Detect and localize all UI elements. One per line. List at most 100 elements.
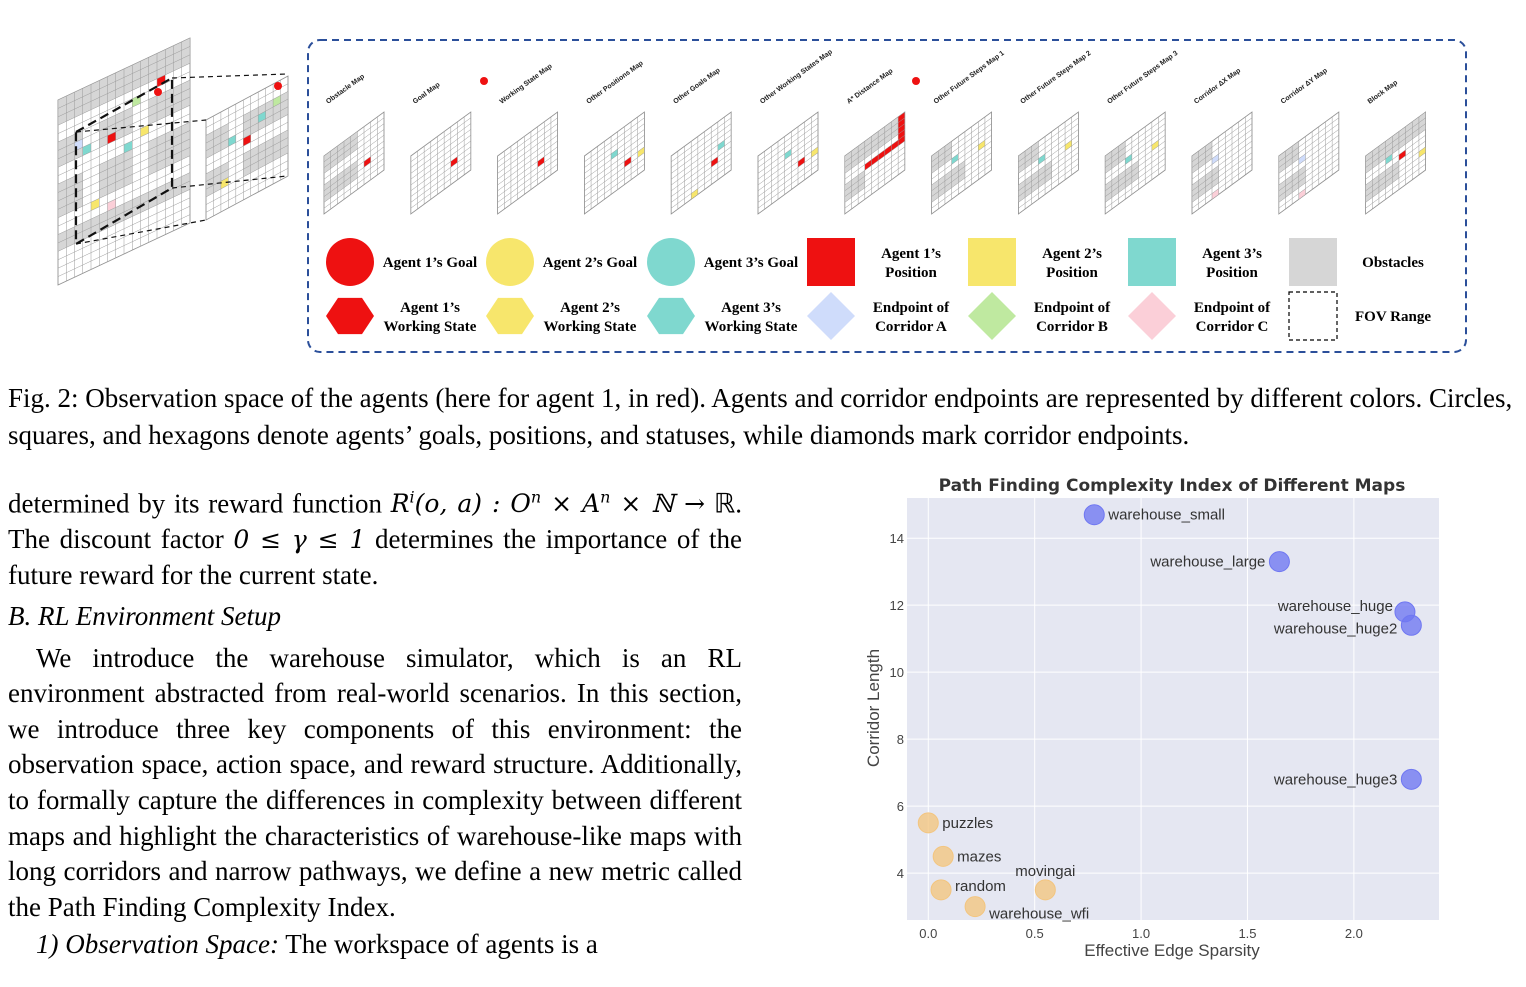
grid-line: [757, 140, 819, 186]
grid-line: [323, 134, 385, 180]
grid-line: [1105, 117, 1166, 163]
grid-line: [1018, 158, 1079, 203]
data-point-label: warehouse_small: [1107, 507, 1225, 524]
legend-label: Position: [1206, 265, 1258, 281]
grid-line: [1018, 134, 1079, 180]
grid-line: [410, 152, 471, 197]
legend-hexagon-swatch: [326, 297, 374, 335]
grid-line: [497, 146, 558, 192]
grid-line: [410, 123, 471, 168]
grid-line: [1191, 146, 1253, 192]
layer-map-title: Other Working States Map: [759, 49, 834, 106]
grid-line: [1365, 134, 1426, 180]
grid-line: [1278, 169, 1339, 215]
grid-line: [205, 75, 289, 121]
layer-map: Other Goals Map: [670, 67, 732, 215]
grid-line: [205, 160, 289, 205]
legend-square-swatch: [1128, 238, 1176, 286]
section-heading: B. RL Environment Setup: [8, 601, 281, 632]
grid-line: [584, 146, 645, 192]
y-tick-label: 6: [897, 799, 904, 814]
y-axis-title: Corridor Length: [864, 649, 883, 767]
grid-line: [844, 111, 905, 157]
fov-connector-line: [75, 219, 207, 245]
grid-cell: [931, 141, 952, 174]
grid-line: [57, 147, 191, 210]
data-point-label: warehouse_huge: [1277, 598, 1393, 615]
legend-label: Obstacles: [1362, 255, 1424, 271]
grid-line: [1278, 163, 1339, 209]
grid-line: [497, 117, 558, 163]
grid-line: [1018, 146, 1079, 192]
grid-cell: [1038, 153, 1046, 165]
layer-map: Goal Map: [410, 81, 472, 215]
grid-line: [844, 117, 905, 163]
grid-line: [671, 158, 732, 203]
layer-map: Other Working States Map: [757, 49, 834, 215]
layer-map: Other Positions Map: [584, 60, 645, 215]
world-map: [57, 37, 191, 286]
grid-line: [757, 163, 819, 209]
grid-line: [1365, 140, 1426, 186]
grid-line: [1105, 158, 1166, 203]
grid-cell: [220, 177, 229, 189]
grid-cell: [1278, 141, 1299, 174]
grid-map: [1365, 111, 1426, 215]
grid-line: [1278, 134, 1339, 180]
fov-connector-line: [75, 119, 207, 133]
grid-cell: [228, 134, 236, 147]
legend-item: FOV Range: [1288, 291, 1431, 341]
subsection-heading: 1) Observation Space:: [36, 929, 279, 960]
grid-cell: [1105, 141, 1126, 174]
grid-line: [1018, 140, 1079, 186]
legend-diamond-swatch: [1128, 292, 1176, 340]
grid-line: [497, 111, 558, 157]
grid-line: [1191, 117, 1253, 163]
grid-line: [757, 123, 819, 168]
fov-crop-map: [205, 75, 289, 221]
grid-line: [323, 152, 385, 197]
grid-cell: [1018, 141, 1039, 174]
grid-line: [1018, 123, 1079, 168]
legend-label: FOV Range: [1355, 309, 1431, 325]
grid-cell: [258, 111, 266, 123]
grid-line: [1018, 117, 1079, 163]
grid-cell: [1192, 141, 1212, 174]
grid-map: [931, 111, 992, 215]
grid-line: [323, 123, 385, 168]
grid-line: [57, 138, 191, 202]
grid-line: [57, 155, 191, 218]
grid-line: [1018, 111, 1079, 157]
grid-line: [931, 169, 992, 215]
grid-line: [410, 158, 471, 203]
grid-line: [1105, 140, 1166, 186]
grid-map: [205, 75, 289, 221]
grid-line: [1191, 134, 1253, 180]
grid-line: [1018, 129, 1079, 174]
grid-cell: [324, 160, 358, 203]
grid-line: [497, 158, 558, 203]
x-tick-label: 1.0: [1132, 926, 1150, 941]
layer-map: A* Distance Map: [844, 68, 906, 215]
data-point-label: puzzles: [942, 815, 993, 832]
layer-map-title: Other Future Steps Map 2: [1019, 50, 1092, 106]
grid-line: [497, 123, 558, 168]
agent-1-goal-marker: [274, 82, 282, 90]
scatter-chart: Path Finding Complexity Index of Differe…: [864, 476, 1439, 960]
grid-cell: [691, 188, 698, 200]
grid-map: [1191, 111, 1253, 215]
grid-cell: [624, 156, 632, 168]
grid-line: [757, 152, 819, 197]
grid-cell: [206, 123, 229, 159]
legend-label: Corridor C: [1196, 319, 1269, 335]
layer-map: Other Future Steps Map 2: [1018, 50, 1093, 215]
grid-line: [1278, 158, 1339, 203]
legend-hexagon-swatch: [486, 297, 534, 335]
grid-line: [584, 129, 645, 174]
grid-line: [57, 130, 191, 193]
grid-line: [1191, 140, 1253, 186]
